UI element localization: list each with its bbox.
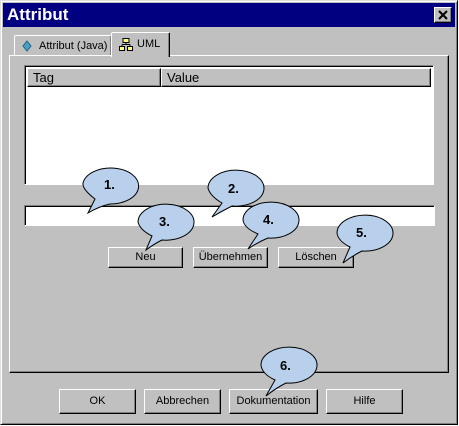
callout-label-4: 4. bbox=[263, 212, 274, 227]
callout-label-6: 6. bbox=[280, 358, 291, 373]
title-bar[interactable]: Attribut bbox=[3, 3, 455, 27]
value-input[interactable] bbox=[24, 205, 435, 226]
tab-attribut-java[interactable]: Attribut (Java) bbox=[14, 35, 112, 56]
column-header-value[interactable]: Value bbox=[161, 68, 431, 87]
abbrechen-button[interactable]: Abbrechen bbox=[144, 389, 221, 414]
callout-label-5: 5. bbox=[356, 225, 367, 240]
column-header-tag[interactable]: Tag bbox=[27, 68, 161, 87]
callout-label-2: 2. bbox=[228, 181, 239, 196]
java-attribute-icon bbox=[22, 40, 32, 52]
callout-label-3: 3. bbox=[159, 214, 170, 229]
close-button[interactable] bbox=[434, 7, 452, 23]
uml-diagram-icon bbox=[119, 38, 133, 51]
hilfe-button[interactable]: Hilfe bbox=[326, 389, 403, 414]
callout-label-1: 1. bbox=[104, 177, 115, 192]
ok-button[interactable]: OK bbox=[59, 389, 136, 414]
neu-button[interactable]: Neu bbox=[108, 247, 183, 268]
tag-value-table[interactable]: Tag Value bbox=[24, 65, 434, 185]
tab-uml[interactable]: UML bbox=[111, 32, 170, 57]
uebernehmen-button[interactable]: Übernehmen bbox=[193, 247, 268, 268]
close-icon bbox=[438, 10, 448, 20]
tab-uml-label: UML bbox=[137, 38, 161, 50]
loeschen-button[interactable]: Löschen bbox=[278, 247, 354, 268]
table-header: Tag Value bbox=[27, 68, 431, 87]
dokumentation-button[interactable]: Dokumentation bbox=[229, 389, 318, 414]
tab-java-label: Attribut (Java) bbox=[39, 40, 108, 52]
window-title: Attribut bbox=[7, 5, 69, 24]
